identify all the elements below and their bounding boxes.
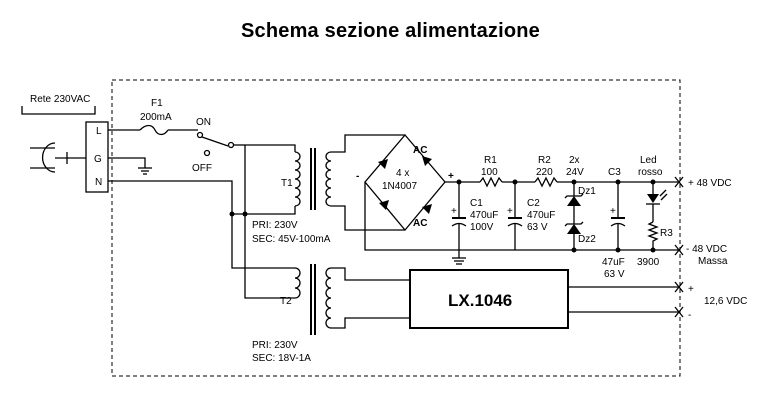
c3-plus: + — [610, 206, 616, 217]
capacitor-c3 — [610, 182, 626, 253]
t1-secondary: SEC: 45V-100mA — [252, 234, 331, 245]
c2-voltage: 63 V — [527, 222, 548, 233]
diagram-title: Schema sezione alimentazione — [240, 20, 541, 42]
t2-label: T2 — [280, 296, 292, 307]
bridge-rectifier — [364, 133, 446, 232]
zener-count: 2x — [569, 155, 580, 166]
led-label: Led — [640, 155, 657, 166]
fuse-value: 200mA — [140, 112, 172, 123]
lx1046-label: LX.1046 — [448, 291, 512, 310]
out-plus-48-label: + 48 VDC — [688, 178, 732, 189]
fuse-symbol — [139, 124, 169, 136]
t1-primary: PRI: 230V — [252, 220, 298, 231]
c1-value: 470uF — [470, 210, 498, 221]
c1-plus: + — [451, 206, 457, 217]
t1-label: T1 — [281, 178, 293, 189]
terminal-minus-12 — [674, 306, 684, 318]
led-red — [646, 182, 668, 222]
fuse-label: F1 — [151, 98, 163, 109]
switch-on-label: ON — [196, 117, 211, 128]
c2-plus: + — [507, 206, 513, 217]
c3-label: C3 — [608, 167, 621, 178]
t2-primary: PRI: 230V — [252, 340, 298, 351]
terminal-plus-12 — [674, 281, 684, 293]
plug-l-label: L — [96, 126, 102, 137]
led-color: rosso — [638, 167, 663, 178]
plug-g-label: G — [94, 154, 102, 165]
terminal-plus-48 — [674, 176, 684, 188]
lx1046-module — [409, 269, 569, 329]
out-126-plus: + — [688, 284, 694, 295]
r2-value: 220 — [536, 167, 553, 178]
c2-value: 470uF — [527, 210, 555, 221]
r3-label: R3 — [660, 228, 673, 239]
terminal-minus-48 — [674, 244, 684, 256]
resistor-r1 — [479, 176, 503, 188]
zener-dz2 — [564, 221, 584, 253]
c3-voltage: 63 V — [604, 269, 625, 280]
mains-plug — [21, 106, 112, 193]
dz2-label: Dz2 — [578, 234, 596, 245]
resistor-r3 — [647, 221, 659, 250]
bridge-ac-top: AC — [413, 145, 427, 156]
out-126-label: 12,6 VDC — [704, 296, 747, 307]
bridge-minus: - — [356, 171, 359, 182]
zener-voltage: 24V — [566, 167, 584, 178]
dz1-label: Dz1 — [578, 186, 596, 197]
r1-value: 100 — [481, 167, 498, 178]
ground-symbol — [112, 157, 146, 168]
t2-secondary: SEC: 18V-1A — [252, 353, 311, 364]
r2-label: R2 — [538, 155, 551, 166]
switch-off-label: OFF — [192, 163, 212, 174]
r3-value: 3900 — [637, 257, 660, 268]
transformer-t1 — [294, 148, 332, 210]
c2-label: C2 — [527, 198, 540, 209]
mains-label: Rete 230VAC — [30, 94, 90, 105]
capacitor-c1 — [451, 182, 467, 265]
massa-label: Massa — [698, 256, 728, 267]
power-switch — [201, 136, 229, 147]
transformer-t2 — [294, 264, 332, 335]
bridge-ac-bottom: AC — [413, 218, 427, 229]
c3-value: 47uF — [602, 257, 625, 268]
out-minus-48-label: - 48 VDC — [686, 244, 727, 255]
switch-contact — [196, 131, 204, 139]
zener-dz1 — [564, 182, 584, 224]
bridge-part: 1N4007 — [382, 181, 417, 192]
resistor-r2 — [534, 176, 558, 188]
c1-label: C1 — [470, 198, 483, 209]
c1-voltage: 100V — [470, 222, 494, 233]
bridge-count: 4 x — [396, 168, 409, 179]
r1-label: R1 — [484, 155, 497, 166]
capacitor-c2 — [507, 182, 523, 250]
plug-n-label: N — [95, 177, 102, 188]
enclosure-border — [111, 79, 681, 377]
out-126-minus: - — [688, 310, 691, 321]
bridge-plus: + — [448, 171, 454, 182]
